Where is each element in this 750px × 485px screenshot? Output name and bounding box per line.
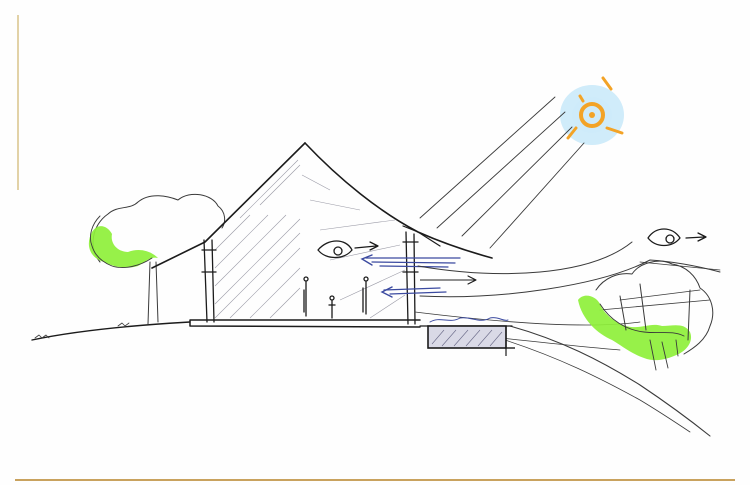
sun-ray-mark bbox=[566, 126, 578, 140]
basement-pool bbox=[427, 317, 515, 356]
terrain bbox=[31, 321, 711, 437]
view-curve-upper bbox=[417, 241, 633, 275]
roof-right bbox=[304, 142, 493, 259]
sun-ray-mark bbox=[601, 76, 613, 91]
sun-ray-mark bbox=[578, 94, 585, 103]
ground-line-left bbox=[31, 321, 191, 341]
view-curve-lower bbox=[419, 259, 721, 298]
ground-slope-lower bbox=[504, 339, 691, 433]
tree-right-stroke bbox=[599, 303, 685, 371]
sun-center bbox=[589, 112, 595, 118]
roof-left bbox=[151, 142, 306, 269]
view-band-upper bbox=[365, 257, 461, 268]
tree-left-canopy bbox=[92, 193, 226, 263]
ground-slope-right bbox=[509, 325, 711, 437]
eye-icon-right bbox=[647, 228, 707, 247]
right-wall bbox=[402, 231, 419, 325]
pool-hatch bbox=[431, 329, 503, 347]
tree-right-trunk bbox=[619, 283, 691, 341]
house-section bbox=[151, 142, 493, 328]
tree-right-green bbox=[578, 295, 692, 361]
view-arrowhead bbox=[467, 275, 477, 285]
view-band-arrowhead bbox=[360, 254, 373, 266]
sun-rays bbox=[419, 96, 585, 249]
tree-left-outline bbox=[89, 215, 153, 269]
pool-water-line bbox=[429, 317, 509, 323]
tree-left-trunk bbox=[147, 261, 159, 325]
sun-ray bbox=[436, 111, 566, 229]
sun-disc bbox=[579, 102, 605, 128]
tree-left-green bbox=[88, 226, 158, 268]
tree-left bbox=[88, 193, 226, 325]
people-figures bbox=[303, 276, 369, 319]
view-lines-right bbox=[599, 261, 721, 311]
person-figure bbox=[362, 276, 369, 315]
left-wall bbox=[201, 239, 217, 323]
view-band-lower-arrowhead bbox=[380, 286, 393, 298]
person-figure bbox=[303, 276, 309, 317]
sun-icon bbox=[560, 76, 624, 145]
tree-right-outline bbox=[595, 260, 714, 355]
sun-ray bbox=[489, 142, 585, 249]
eye-icon bbox=[317, 240, 379, 259]
roof-eave-right bbox=[402, 225, 441, 247]
view-band-lower bbox=[383, 287, 447, 295]
sun-ray-mark bbox=[605, 126, 624, 135]
sun-ray bbox=[419, 96, 556, 219]
person-figure bbox=[328, 295, 336, 319]
house-hatching bbox=[214, 159, 406, 319]
ground-grass-left bbox=[34, 322, 130, 339]
floor-slab bbox=[189, 319, 421, 328]
sun-ray bbox=[461, 126, 573, 237]
tree-right bbox=[578, 260, 714, 371]
